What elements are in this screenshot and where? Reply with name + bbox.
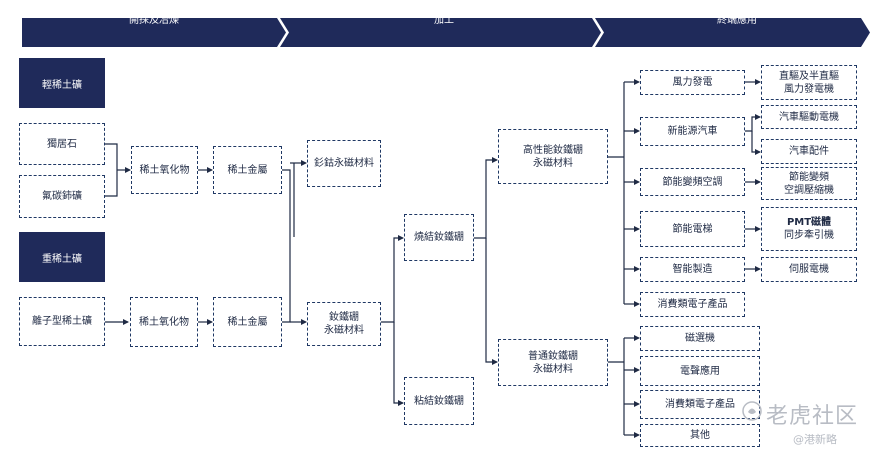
node-consumer-top-label: 消費類電子產品	[657, 299, 728, 310]
node-ndfeb-magnet-line1: 釹鐵硼	[329, 312, 359, 323]
node-servo: 伺服電機	[761, 257, 857, 282]
node-oxide-top: 稀土氧化物	[131, 146, 198, 194]
node-sintered: 燒結釹鐵硼	[404, 214, 474, 261]
node-high-perf-line1: 高性能釹鐵硼	[523, 144, 583, 156]
node-smart-mfg-label: 智能製造	[672, 264, 713, 275]
node-elevator: 節能電梯	[640, 211, 745, 247]
node-fluorocarbon-label: 氟碳鈰礦	[42, 191, 82, 202]
node-direct-drive-line2: 風力發電機	[784, 83, 834, 95]
node-pmt-line2: 同步牽引機	[784, 230, 834, 241]
node-separator: 磁選機	[640, 326, 760, 351]
node-high-perf: 高性能釹鐵硼 永磁材料	[498, 129, 608, 184]
node-ndfeb-magnet-line2: 永磁材料	[324, 325, 364, 336]
node-ev-motor: 汽車驅動電機	[761, 105, 857, 129]
stage-downstream-subtitle: 終端應用	[717, 14, 757, 26]
node-ordinary-line2: 永磁材料	[533, 363, 573, 375]
node-metal-top: 稀土金屬	[213, 146, 282, 194]
node-wind: 風力發電	[640, 70, 745, 95]
node-oxide-top-label: 稀土氧化物	[139, 164, 190, 176]
node-nev-label: 新能源汽車	[667, 126, 718, 137]
stage-midstream: 中游 加工	[289, 0, 599, 29]
stage-downstream-title: 下游	[727, 2, 747, 14]
node-bonded: 粘結釹鐵硼	[404, 377, 474, 425]
node-auto-parts: 汽車配件	[761, 139, 857, 164]
stage-downstream: 下游 終端應用	[604, 0, 870, 29]
node-bastnaesite-label: 獨居石	[47, 138, 77, 150]
node-wind-label: 風力發電	[672, 77, 713, 88]
node-light-re-ore: 輕稀土礦	[19, 58, 105, 108]
node-ordinary-line1: 普通釹鐵硼	[528, 350, 578, 362]
node-inverter-comp-line1: 節能變頻	[789, 171, 829, 183]
node-ndfeb-magnet: 釹鐵硼 永磁材料	[307, 302, 381, 346]
watermark-main: 老虎社区	[766, 398, 858, 430]
node-auto-parts-label: 汽車配件	[789, 146, 829, 157]
node-ionic-ore: 離子型稀土礦	[19, 297, 105, 346]
watermark-main-text: 老虎社区	[766, 404, 859, 429]
node-separator-label: 磁選機	[685, 333, 715, 344]
stage-midstream-title: 中游	[434, 2, 454, 14]
stage-upstream-title: 上游	[144, 2, 164, 14]
node-sintered-label: 燒結釹鐵硼	[414, 232, 464, 243]
tiger-logo-icon	[742, 401, 762, 421]
node-smco-label: 釤鈷永磁材料	[314, 158, 374, 169]
node-oxide-bottom: 稀土氧化物	[130, 297, 198, 347]
node-heavy-re-ore: 重稀土礦	[19, 232, 105, 282]
stage-banner-arrows	[22, 18, 870, 47]
node-ev-motor-label: 汽車驅動電機	[779, 111, 839, 123]
node-direct-drive-line1: 直驅及半直驅	[779, 70, 839, 82]
node-inverter-ac-label: 節能變頻空調	[662, 176, 723, 188]
node-servo-label: 伺服電機	[789, 264, 829, 275]
node-inverter-comp: 節能變頻 空調壓縮機	[761, 167, 857, 200]
watermark-sub-text: @港新略	[793, 433, 837, 446]
stage-banner	[22, 18, 870, 47]
node-bastnaesite: 獨居石	[19, 123, 105, 165]
node-ionic-ore-label: 離子型稀土礦	[32, 316, 92, 327]
node-others-label: 其他	[690, 430, 710, 441]
node-inverter-ac: 節能變頻空調	[640, 168, 745, 196]
node-smart-mfg: 智能製造	[640, 257, 745, 282]
node-inverter-comp-line2: 空調壓縮機	[784, 184, 834, 196]
node-fluorocarbon: 氟碳鈰礦	[19, 175, 105, 218]
node-metal-bottom-label: 稀土金屬	[227, 316, 268, 328]
node-others: 其他	[640, 424, 760, 447]
node-elevator-label: 節能電梯	[672, 223, 713, 235]
node-pmt: PMT磁體 同步牽引機	[761, 207, 857, 251]
node-high-perf-line2: 永磁材料	[533, 157, 573, 169]
stage-upstream: 上游 開採及冶煉	[22, 0, 286, 29]
node-consumer-top: 消費類電子產品	[640, 292, 745, 317]
node-metal-top-label: 稀土金屬	[227, 164, 268, 176]
node-nev: 新能源汽車	[640, 117, 745, 146]
node-light-re-ore-label: 輕稀土礦	[42, 79, 82, 91]
node-bonded-label: 粘結釹鐵硼	[414, 395, 464, 407]
node-heavy-re-ore-label: 重稀土礦	[42, 253, 82, 265]
stage-midstream-subtitle: 加工	[434, 14, 454, 26]
node-consumer-bottom-label: 消費類電子產品	[665, 399, 735, 410]
node-ordinary: 普通釹鐵硼 永磁材料	[498, 339, 608, 386]
node-smco: 釤鈷永磁材料	[307, 140, 381, 187]
watermark-sub: @港新略	[793, 431, 837, 447]
node-acoustic-label: 電聲應用	[680, 365, 720, 377]
node-acoustic: 電聲應用	[640, 356, 760, 386]
stage-upstream-subtitle: 開採及冶煉	[129, 14, 179, 26]
node-direct-drive: 直驅及半直驅 風力發電機	[761, 65, 857, 100]
node-oxide-bottom-label: 稀土氧化物	[139, 316, 189, 328]
node-pmt-line1: PMT磁體	[786, 217, 832, 228]
node-metal-bottom: 稀土金屬	[213, 297, 282, 347]
node-consumer-bottom: 消費類電子產品	[640, 390, 760, 419]
